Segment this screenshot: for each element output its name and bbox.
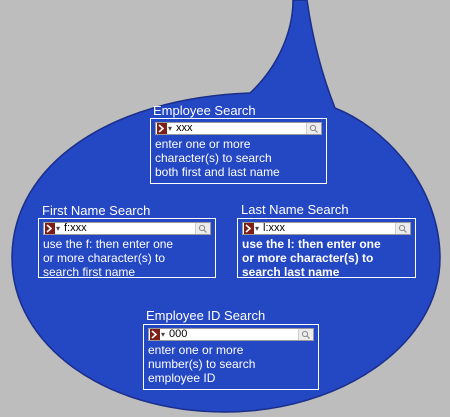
last-name-search-title: Last Name Search bbox=[241, 202, 349, 217]
search-icon[interactable] bbox=[195, 223, 210, 234]
employee-search-query[interactable]: xxx bbox=[176, 122, 193, 134]
employee-id-search-input[interactable]: ▾ 000 bbox=[148, 328, 314, 341]
first-name-search-hint: use the f: then enter one or more charac… bbox=[43, 237, 174, 279]
prompt-icon[interactable] bbox=[157, 123, 167, 134]
first-name-search-query[interactable]: f:xxx bbox=[64, 222, 87, 234]
last-name-search-panel: ▾ l:xxx use the l: then enter one or mor… bbox=[237, 218, 416, 279]
prompt-icon[interactable] bbox=[150, 329, 160, 340]
last-name-search-hint: use the l: then enter one or more charac… bbox=[242, 237, 381, 279]
employee-search-panel: ▾ xxx enter one or more character(s) to … bbox=[150, 118, 327, 184]
chevron-down-icon[interactable]: ▾ bbox=[161, 330, 166, 339]
first-name-search-panel: ▾ f:xxx use the f: then enter one or mor… bbox=[38, 218, 216, 279]
search-icon[interactable] bbox=[395, 223, 410, 234]
employee-search-title: Employee Search bbox=[153, 103, 256, 118]
chevron-down-icon[interactable]: ▾ bbox=[168, 124, 173, 133]
employee-search-hint: enter one or more character(s) to search… bbox=[155, 137, 280, 179]
first-name-search-input[interactable]: ▾ f:xxx bbox=[43, 222, 211, 235]
prompt-icon[interactable] bbox=[45, 223, 55, 234]
employee-id-search-panel: ▾ 000 enter one or more number(s) to sea… bbox=[143, 324, 319, 390]
last-name-search-query[interactable]: l:xxx bbox=[263, 222, 285, 234]
employee-id-search-query[interactable]: 000 bbox=[169, 328, 188, 340]
search-icon[interactable] bbox=[306, 123, 321, 134]
employee-id-search-title: Employee ID Search bbox=[146, 308, 266, 323]
employee-id-search-hint: enter one or more number(s) to search em… bbox=[148, 343, 256, 385]
prompt-icon[interactable] bbox=[244, 223, 254, 234]
first-name-search-title: First Name Search bbox=[42, 203, 151, 218]
employee-search-input[interactable]: ▾ xxx bbox=[155, 122, 322, 135]
chevron-down-icon[interactable]: ▾ bbox=[56, 224, 61, 233]
search-icon[interactable] bbox=[298, 329, 313, 340]
chevron-down-icon[interactable]: ▾ bbox=[255, 224, 260, 233]
last-name-search-input[interactable]: ▾ l:xxx bbox=[242, 222, 411, 235]
